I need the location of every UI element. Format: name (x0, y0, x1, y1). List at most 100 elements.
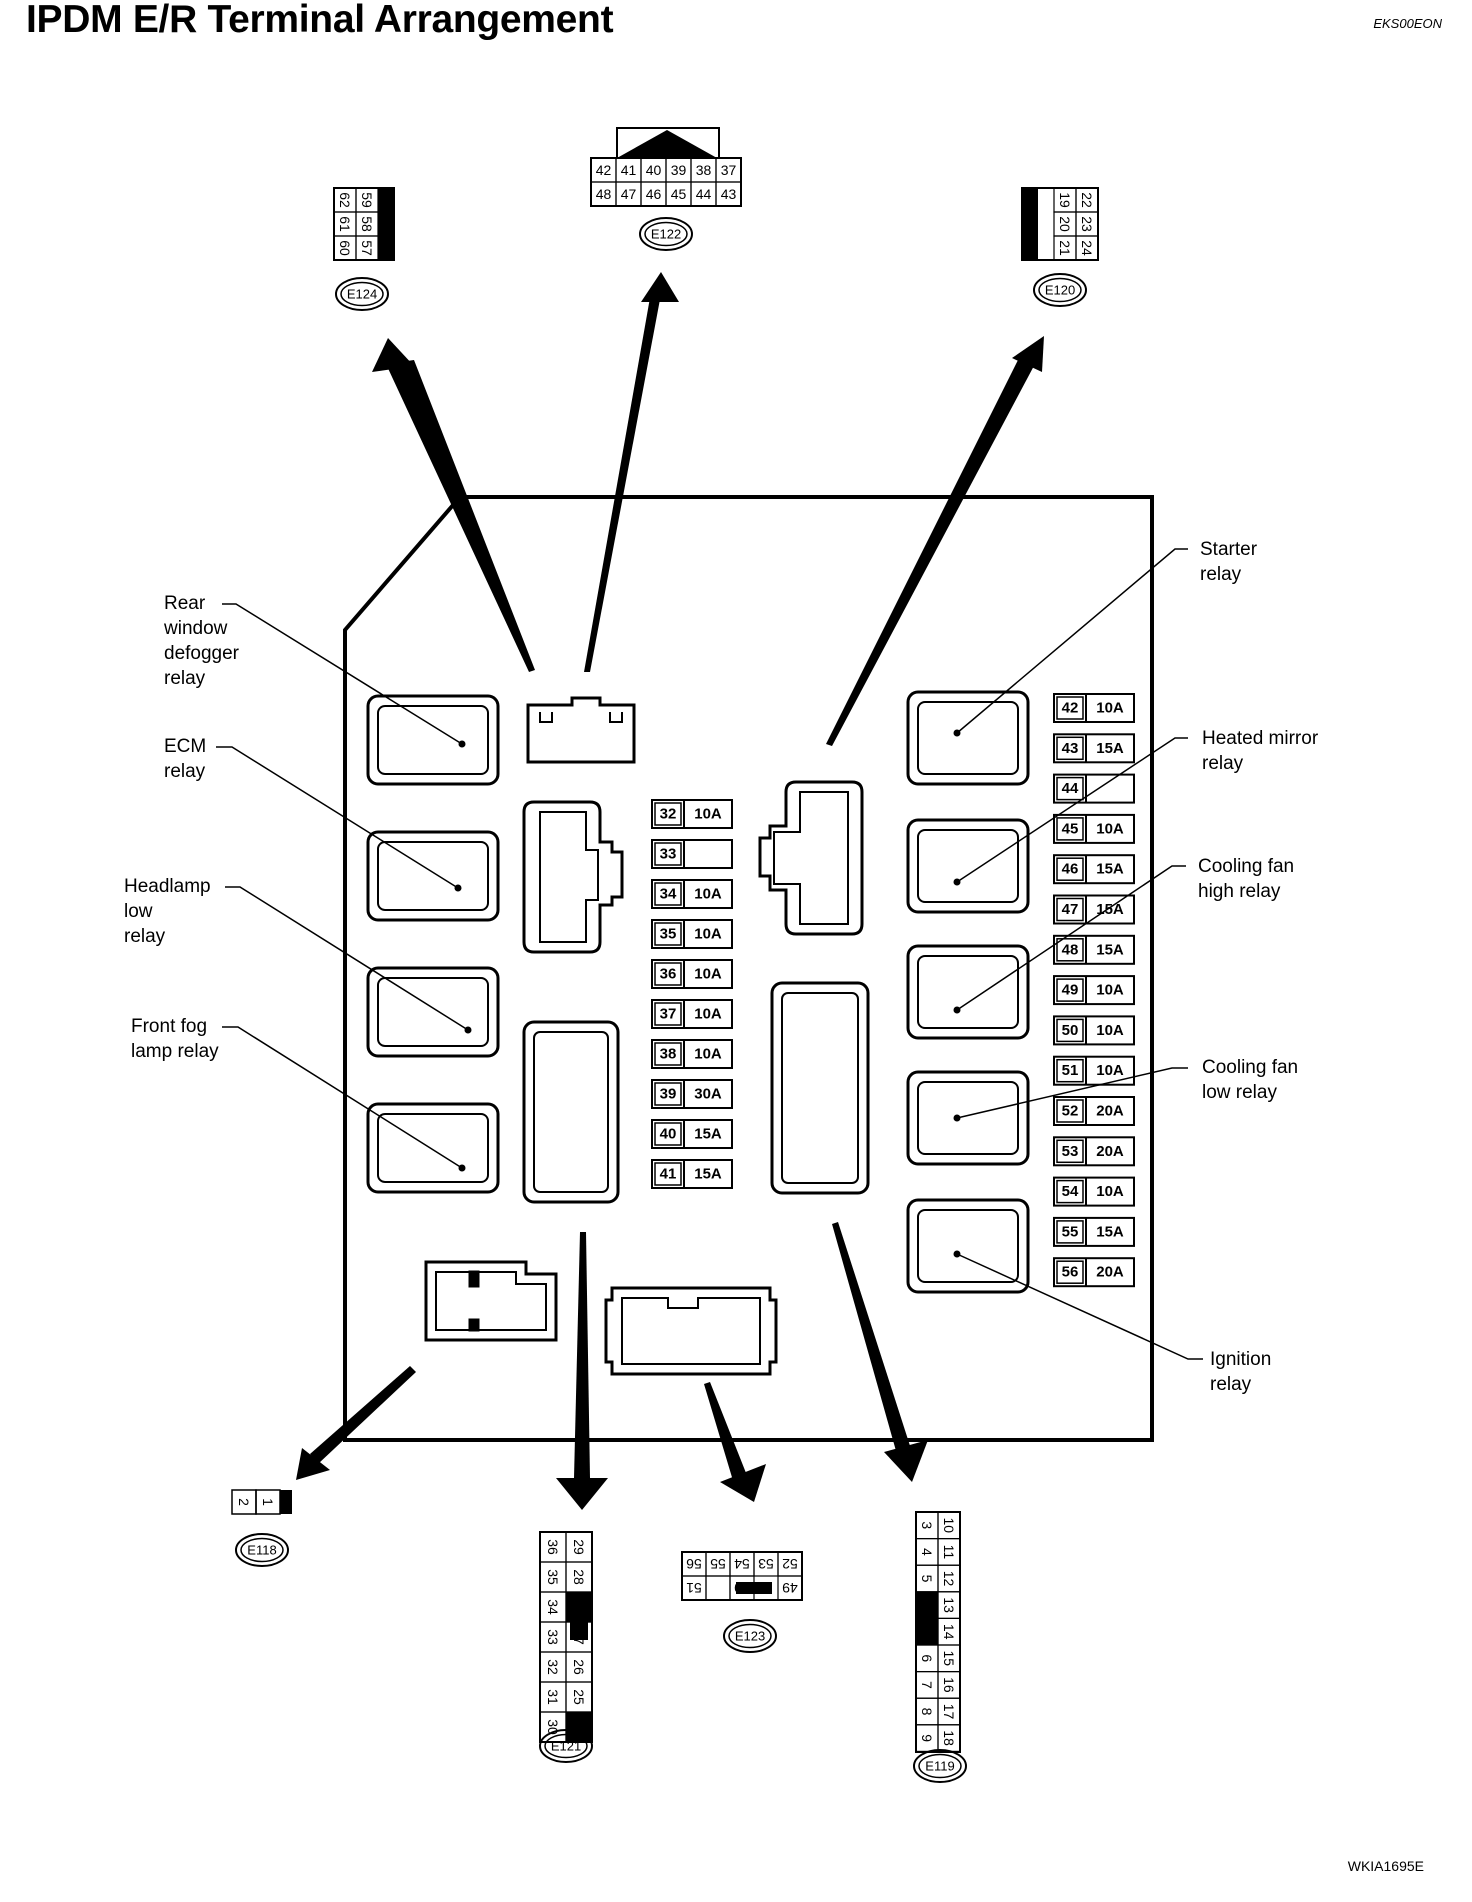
fuse-number: 34 (660, 886, 677, 903)
connector-arrows (296, 272, 1044, 1510)
connector-id: E123 (735, 1629, 765, 1644)
label-fan-high-line1: Cooling fan (1198, 856, 1294, 877)
fuse-amperage: 15A (1096, 861, 1124, 878)
fuse-amperage: 20A (1096, 1103, 1124, 1120)
svg-text:low: low (124, 901, 153, 922)
fuse-amperage: 10A (1096, 1183, 1124, 1200)
connector-id: E122 (651, 227, 681, 242)
pin: 16 (941, 1677, 957, 1693)
pin: 12 (941, 1571, 957, 1587)
pin: 28 (571, 1569, 587, 1585)
svg-text:low relay: low relay (1202, 1082, 1277, 1103)
socket-e119 (770, 981, 870, 1195)
relay-ignition (906, 1198, 1030, 1294)
relay-cooling-fan-low (906, 1070, 1030, 1166)
fuse-number: 37 (660, 1006, 677, 1023)
pin: 57 (359, 240, 375, 256)
label-headlamp-line1: Headlamp (124, 876, 211, 897)
pin: 31 (545, 1689, 561, 1705)
fuse-number: 36 (660, 966, 677, 983)
connector-id-badge: E118 (235, 1533, 289, 1567)
pin: 3 (919, 1521, 935, 1529)
fuse-number: 46 (1062, 861, 1079, 878)
connector-id-badge: E122 (639, 217, 693, 251)
svg-text:relay: relay (1202, 753, 1244, 774)
pin: 58 (359, 216, 375, 232)
pin: 9 (919, 1734, 935, 1742)
label-headlamp-line2: low (124, 901, 153, 922)
pin: 14 (941, 1624, 957, 1640)
svg-text:ECM: ECM (164, 736, 206, 757)
fuse-35: 35 10A (651, 919, 733, 949)
label-rear-line2: window (163, 618, 228, 639)
connector-e121: 362935283433273226312530E121 (539, 1531, 593, 1763)
fuse-42: 42 10A (1053, 693, 1135, 723)
svg-text:Headlamp: Headlamp (124, 876, 211, 897)
fuse-number: 53 (1062, 1143, 1079, 1160)
pin: 40 (646, 162, 662, 178)
label-mirror-line2: relay (1202, 753, 1244, 774)
label-fog-line1: Front fog (131, 1016, 207, 1037)
fuse-number: 55 (1062, 1223, 1079, 1240)
label-mirror-line1: Heated mirror (1202, 728, 1319, 749)
fuse-amperage: 10A (694, 806, 722, 823)
pin: 22 (1079, 192, 1095, 208)
fuse-amperage: 10A (694, 926, 722, 943)
pin: 52 (782, 1556, 798, 1572)
svg-text:Heated mirror: Heated mirror (1202, 728, 1319, 749)
fuse-number: 32 (660, 806, 677, 823)
pin: 1 (260, 1498, 276, 1506)
connector-e123: 5655545352515049E123 (681, 1551, 803, 1653)
pin: 55 (710, 1556, 726, 1572)
label-rear-line3: defogger (164, 643, 240, 664)
fuse-number: 52 (1062, 1103, 1079, 1120)
fuse-46: 46 15A (1053, 854, 1135, 885)
relay-rear-defogger (366, 694, 500, 786)
fuse-number: 42 (1062, 700, 1079, 717)
pin: 23 (1079, 216, 1095, 232)
pin: 39 (671, 162, 687, 178)
doc-code: EKS00EON (1373, 16, 1442, 31)
fuse-33: 33 (651, 839, 733, 869)
fuse-amperage: 15A (1096, 941, 1124, 958)
fuse-number: 33 (660, 846, 677, 863)
fuse-number: 49 (1062, 982, 1079, 999)
fuse-amperage: 10A (694, 1046, 722, 1063)
pin: 49 (782, 1580, 798, 1596)
svg-text:Cooling fan: Cooling fan (1202, 1057, 1298, 1078)
label-fog-line2: lamp relay (131, 1041, 219, 1062)
pin: 34 (545, 1599, 561, 1615)
relay-heated-mirror (906, 818, 1030, 914)
pin: 29 (571, 1539, 587, 1555)
pin: 42 (596, 162, 612, 178)
socket-e123 (604, 1286, 778, 1376)
fuse-53: 53 20A (1053, 1136, 1135, 1167)
pin: 6 (919, 1654, 935, 1662)
pin: 25 (571, 1689, 587, 1705)
fuse-number: 35 (660, 926, 677, 943)
fuse-amperage: 20A (1096, 1143, 1124, 1160)
fuse-amperage: 20A (1096, 1264, 1124, 1281)
fuse-32: 32 10A (651, 799, 733, 829)
fuse-number: 43 (1062, 740, 1079, 757)
fuse-number: 51 (1062, 1062, 1079, 1079)
label-ecm-line2: relay (164, 761, 206, 782)
connector-id-badge: E123 (723, 1619, 777, 1653)
fuse-number: 45 (1062, 820, 1079, 837)
fuse-amperage: 10A (1096, 700, 1124, 717)
fuse-number: 56 (1062, 1264, 1079, 1281)
label-fan-high-line2: high relay (1198, 881, 1281, 902)
